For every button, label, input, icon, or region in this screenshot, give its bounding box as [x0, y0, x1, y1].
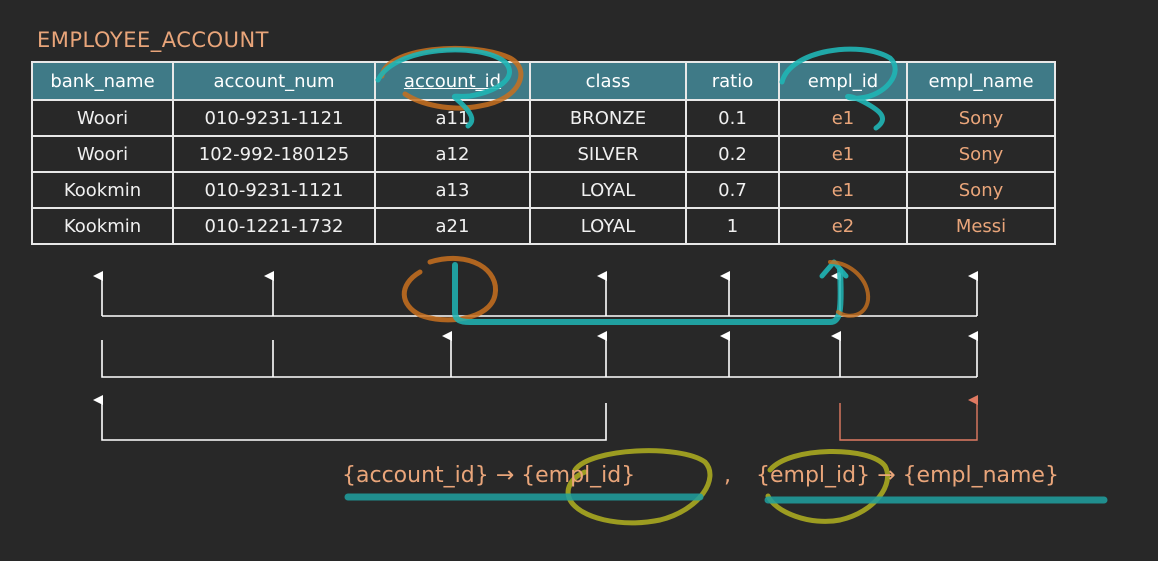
orange-loop-icon [401, 255, 499, 323]
header-label: class [585, 70, 631, 92]
header-label: empl_id [807, 70, 879, 92]
cell-bank-name: Woori [31, 99, 174, 137]
cell-account-id: a21 [374, 207, 531, 245]
header-label: ratio [711, 70, 754, 92]
functional-dependency-2: {empl_id} → {empl_name} [756, 463, 1059, 488]
teal-circle-icon [375, 47, 512, 129]
cell-empl-name: Sony [906, 171, 1056, 209]
teal-connector-line [452, 262, 844, 325]
cell-account-num: 010-9231-1121 [172, 99, 376, 137]
header-account-id: account_id [374, 61, 531, 101]
cell-account-num: 010-1221-1732 [172, 207, 376, 245]
fd-row-2 [101, 331, 978, 378]
dependency-separator: , [724, 463, 731, 488]
cell-empl-name: Messi [906, 207, 1056, 245]
cell-empl-name: Sony [906, 99, 1056, 137]
olive-circle-icon [765, 449, 891, 524]
cell-account-num: 010-9231-1121 [172, 171, 376, 209]
header-empl-id: empl_id [778, 61, 908, 101]
cell-class: BRONZE [529, 99, 687, 137]
header-ratio: ratio [685, 61, 780, 101]
arrow-up-icon [839, 395, 978, 441]
cell-ratio: 0.7 [685, 171, 780, 209]
cell-account-id: a12 [374, 135, 531, 173]
table-title: EMPLOYEE_ACCOUNT [37, 28, 270, 52]
cell-empl-id: e2 [778, 207, 908, 245]
cell-account-id: a13 [374, 171, 531, 209]
cell-ratio: 1 [685, 207, 780, 245]
fd-row-2-bar [101, 340, 977, 378]
orange-hook-icon [828, 260, 871, 318]
cell-empl-id: e1 [778, 99, 908, 137]
cell-class: SILVER [529, 135, 687, 173]
cell-ratio: 0.1 [685, 99, 780, 137]
header-bank-name: bank_name [31, 61, 174, 101]
cell-account-num: 102-992-180125 [172, 135, 376, 173]
fd-row-1 [93, 271, 978, 317]
cell-ratio: 0.2 [685, 135, 780, 173]
header-empl-name: empl_name [906, 61, 1056, 101]
header-label: account_num [213, 70, 335, 92]
fd-row-3 [93, 395, 607, 441]
cell-bank-name: Kookmin [31, 207, 174, 245]
table-row: Kookmin 010-9231-1121 a13 LOYAL 0.7 e1 S… [31, 171, 1056, 209]
cell-bank-name: Woori [31, 135, 174, 173]
header-label-key: account_id [403, 70, 502, 92]
cell-empl-name: Sony [906, 135, 1056, 173]
arrow-up-icon [93, 395, 607, 441]
cell-class: LOYAL [529, 171, 687, 209]
table-row: Kookmin 010-1221-1732 a21 LOYAL 1 e2 Mes… [31, 207, 1056, 245]
header-class: class [529, 61, 687, 101]
employee-account-table: bank_name account_num account_id class r… [31, 61, 1056, 245]
header-account-num: account_num [172, 61, 376, 101]
handwritten-annotations [344, 45, 1108, 526]
cell-empl-id: e1 [778, 171, 908, 209]
fd-row-3-transitive [839, 395, 978, 441]
functional-dependency-1: {account_id} → {empl_id} [342, 463, 636, 488]
table-row: Woori 010-9231-1121 a11 BRONZE 0.1 e1 So… [31, 99, 1056, 137]
cell-class: LOYAL [529, 207, 687, 245]
cell-account-id: a11 [374, 99, 531, 137]
cell-bank-name: Kookmin [31, 171, 174, 209]
table-row: Woori 102-992-180125 a12 SILVER 0.2 e1 S… [31, 135, 1056, 173]
header-label: empl_name [928, 70, 1034, 92]
cell-empl-id: e1 [778, 135, 908, 173]
header-row: bank_name account_num account_id class r… [31, 61, 1056, 101]
teal-circle-icon [779, 46, 898, 131]
header-label: bank_name [50, 70, 155, 92]
